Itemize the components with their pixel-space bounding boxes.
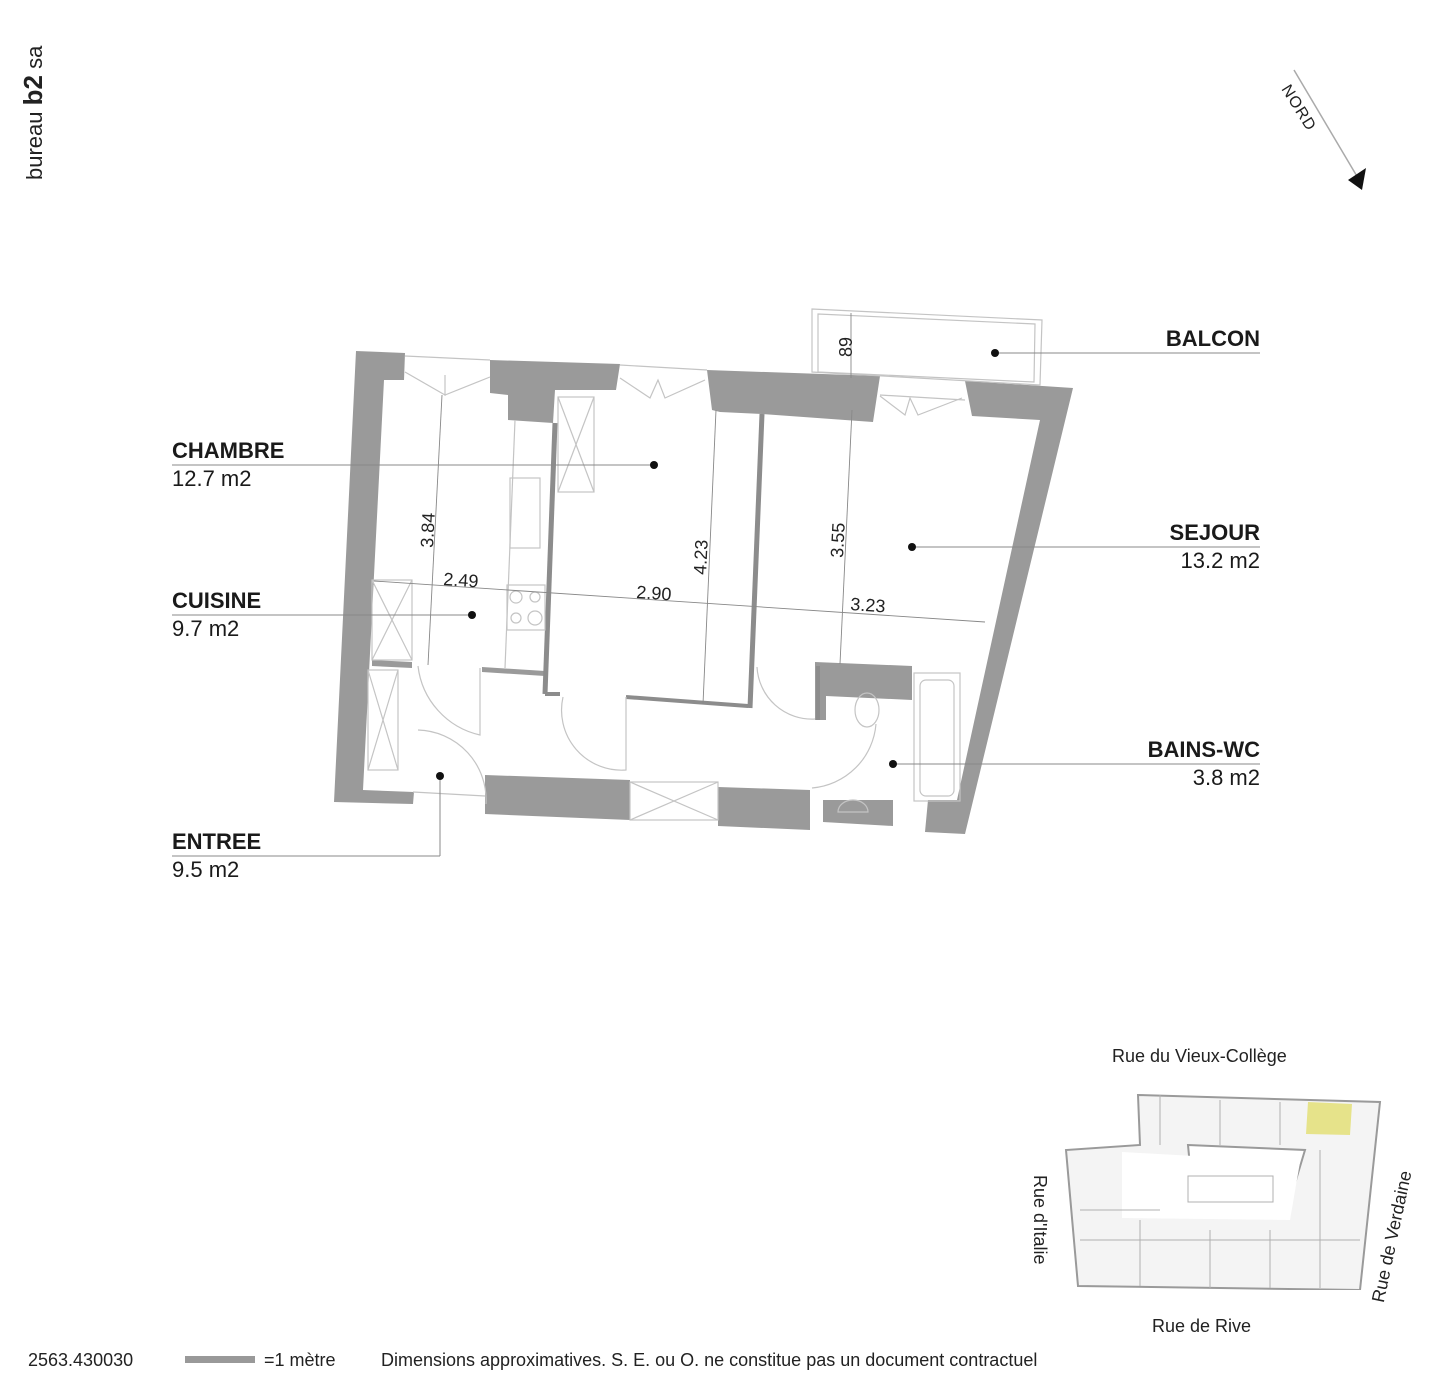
reference-number: 2563.430030 bbox=[28, 1350, 134, 1370]
key-plan bbox=[1064, 1093, 1382, 1290]
room-label-cuisine: CUISINE 9.7 m2 bbox=[172, 588, 262, 641]
dim-chambre-width: 2.90 bbox=[636, 582, 672, 604]
apartment-highlight bbox=[1306, 1102, 1352, 1135]
dimension-lines bbox=[373, 313, 986, 705]
street-south: Rue de Rive bbox=[1152, 1316, 1252, 1336]
room-label-chambre: CHAMBRE 12.7 m2 bbox=[172, 438, 285, 491]
street-north: Rue du Vieux-Collège bbox=[1112, 1046, 1287, 1066]
walls bbox=[334, 351, 1073, 834]
room-label-bains-wc: BAINS-WC 3.8 m2 bbox=[1147, 737, 1260, 790]
dim-sejour-width: 3.23 bbox=[850, 594, 886, 616]
dim-sejour-depth: 3.55 bbox=[827, 522, 849, 558]
partitions bbox=[542, 413, 820, 720]
disclaimer: Dimensions approximatives. S. E. ou O. n… bbox=[381, 1350, 1038, 1370]
dim-cuisine-width: 2.49 bbox=[443, 569, 479, 591]
room-label-entree: ENTREE 9.5 m2 bbox=[172, 829, 262, 882]
dim-chambre-depth: 4.23 bbox=[690, 539, 712, 575]
scale-bar-icon bbox=[185, 1356, 255, 1363]
room-label-balcon: BALCON bbox=[1165, 326, 1260, 351]
window-lines bbox=[367, 308, 1043, 821]
scale-label: =1 mètre bbox=[264, 1350, 336, 1370]
dimension-labels: 3.84 4.23 3.55 89 2.49 2.90 3.23 bbox=[417, 337, 886, 616]
dim-balcon-depth: 89 bbox=[836, 337, 856, 357]
room-label-sejour: SEJOUR 13.2 m2 bbox=[1169, 520, 1260, 573]
leader-lines bbox=[172, 352, 1260, 857]
room-markers bbox=[436, 349, 999, 780]
north-arrow-icon bbox=[1293, 69, 1366, 190]
street-west: Rue d'Italie bbox=[1030, 1175, 1050, 1265]
dim-cuisine-depth: 3.84 bbox=[417, 512, 439, 548]
